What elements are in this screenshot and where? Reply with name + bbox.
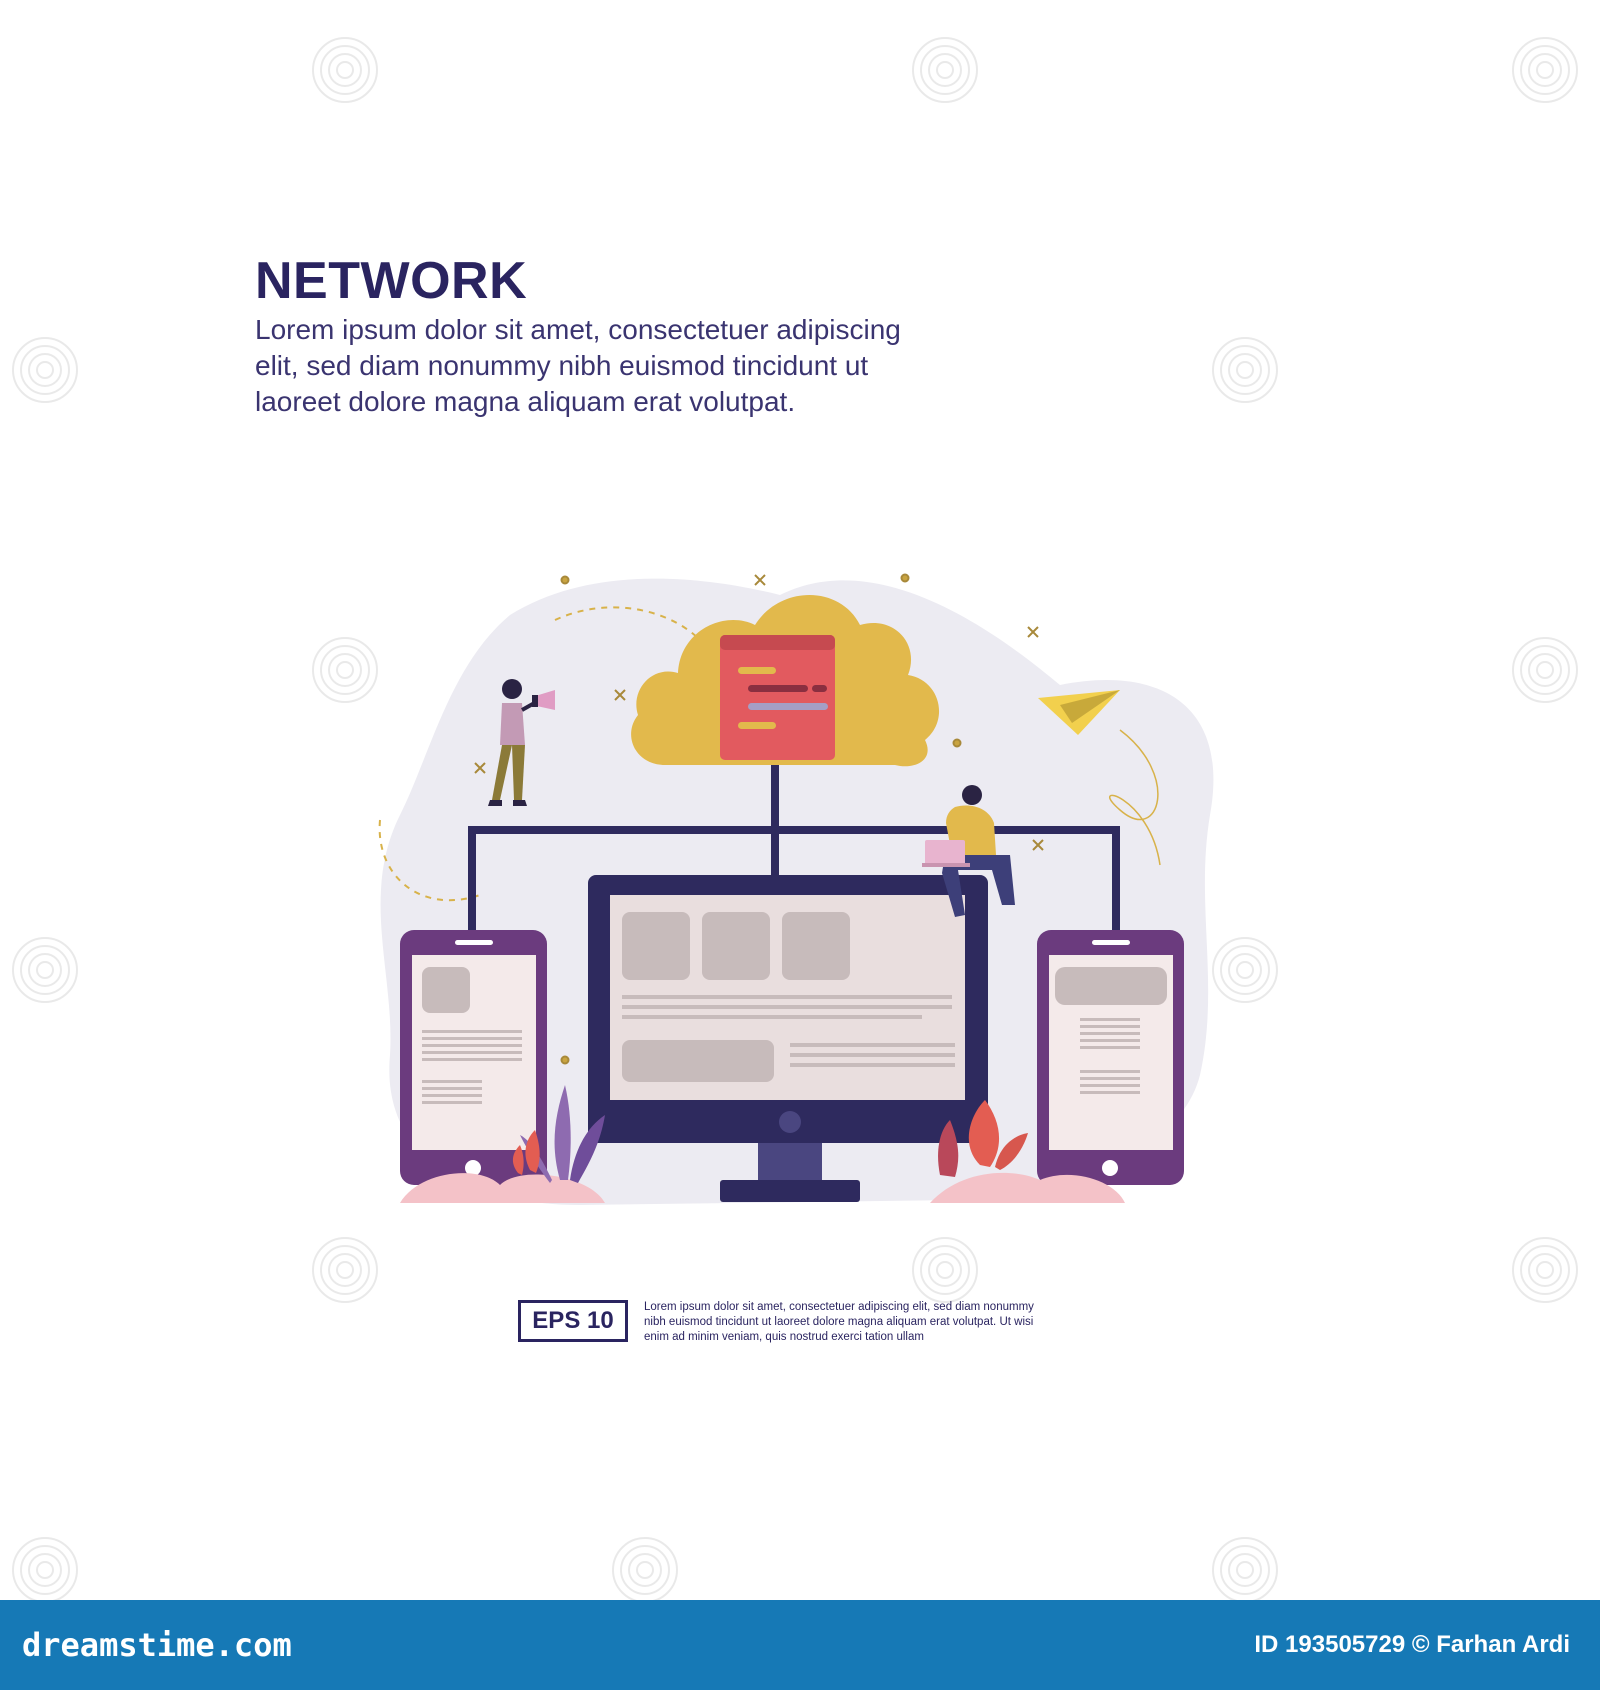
dashed-arc-left <box>378 819 481 902</box>
footer-bar: dreamstime.com ID 193505729 © Farhan Ard… <box>0 1600 1600 1690</box>
watermark-spiral-icon <box>312 1237 378 1303</box>
eps-line-3: enim ad minim veniam, quis nostrud exerc… <box>644 1331 924 1343</box>
watermark-spiral-icon <box>1512 37 1578 103</box>
watermark-spiral-icon <box>1512 637 1578 703</box>
eps-description: Lorem ipsum dolor sit amet, consectetuer… <box>644 1300 1084 1345</box>
watermark-spiral-icon <box>312 37 378 103</box>
megaphone-icon <box>532 690 555 710</box>
watermark-spiral-icon <box>1212 337 1278 403</box>
hero-line-3: laoreet dolore magna aliquam erat volutp… <box>255 386 796 417</box>
network-illustration <box>378 573 1214 1205</box>
plants-left <box>400 1085 605 1203</box>
cloud-card <box>720 635 835 760</box>
laptop-icon <box>922 840 970 867</box>
person-megaphone <box>488 679 555 806</box>
sparkles <box>474 573 1044 1065</box>
hero-line-2: elit, sed diam nonummy nibh euismod tinc… <box>255 350 869 381</box>
watermark-spiral-icon <box>12 337 78 403</box>
watermark-spiral-icon <box>912 1237 978 1303</box>
monitor-icon <box>588 875 988 1202</box>
watermark-spiral-icon <box>1212 1537 1278 1603</box>
phone-left-icon <box>400 930 547 1185</box>
hero-line-1: Lorem ipsum dolor sit amet, consectetuer… <box>255 314 901 345</box>
person-laptop <box>922 785 1015 917</box>
footer-brand: dreamstime.com <box>22 1626 292 1664</box>
footer-credit: ID 193505729 © Farhan Ardi <box>1254 1631 1570 1658</box>
watermark-spiral-icon <box>612 1537 678 1603</box>
hero-description: Lorem ipsum dolor sit amet, consectetuer… <box>255 312 1015 420</box>
paper-plane-icon <box>1038 690 1120 735</box>
page-title: NETWORK <box>255 252 528 310</box>
watermark-spiral-icon <box>912 37 978 103</box>
eps-line-1: Lorem ipsum dolor sit amet, consectetuer… <box>644 1301 1034 1313</box>
network-connectors <box>468 765 1120 935</box>
cloud-icon <box>631 595 940 767</box>
watermark-spiral-icon <box>12 937 78 1003</box>
plants-right <box>930 1100 1125 1203</box>
watermark-spiral-icon <box>1512 1237 1578 1303</box>
eps-line-2: nibh euismod tincidunt ut laoreet dolore… <box>644 1316 1034 1328</box>
watermark-spiral-icon <box>12 1537 78 1603</box>
phone-right-icon <box>1037 930 1184 1185</box>
paper-plane-trail <box>1109 729 1161 866</box>
eps-badge: EPS 10 <box>518 1300 628 1342</box>
hero-text-block: NETWORK Lorem ipsum dolor sit amet, cons… <box>255 250 1015 420</box>
